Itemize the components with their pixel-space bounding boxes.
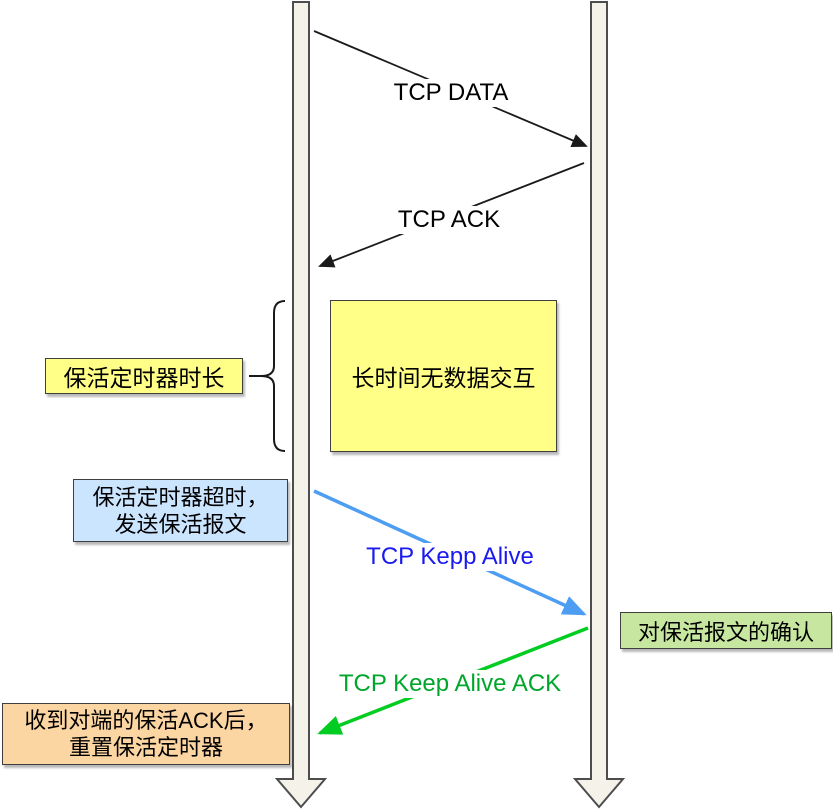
reset-timer-box: 收到对端的保活ACK后， 重置保活定时器 bbox=[2, 703, 290, 765]
timer-duration-brace bbox=[260, 300, 286, 452]
no-data-interaction-box: 长时间无数据交互 bbox=[330, 300, 557, 452]
lifeline-left-arrow bbox=[274, 1, 328, 809]
keepalive-timeout-box: 保活定时器超时， 发送保活报文 bbox=[73, 479, 288, 542]
timer-duration-text: 保活定时器时长 bbox=[63, 365, 225, 391]
keep-alive-ack-message-label: TCP Keep Alive ACK bbox=[332, 670, 568, 698]
timeout-text-line2: 发送保活报文 bbox=[114, 511, 247, 537]
reset-text-line2: 重置保活定时器 bbox=[68, 735, 223, 760]
keepalive-ack-confirm-box: 对保活报文的确认 bbox=[620, 612, 832, 649]
no-data-text: 长时间无数据交互 bbox=[351, 365, 536, 391]
reset-text-line1: 收到对端的保活ACK后， bbox=[24, 708, 268, 733]
keep-alive-message-label: TCP Kepp Alive bbox=[360, 543, 540, 571]
tcp-ack-message-label: TCP ACK bbox=[391, 206, 507, 234]
tcp-data-message-label: TCP DATA bbox=[387, 79, 515, 107]
timer-duration-label-box: 保活定时器时长 bbox=[45, 358, 243, 394]
ack-confirm-text: 对保活报文的确认 bbox=[637, 619, 814, 645]
lifeline-right-arrow bbox=[572, 1, 626, 809]
timeout-text-line1: 保活定时器超时， bbox=[92, 484, 269, 510]
